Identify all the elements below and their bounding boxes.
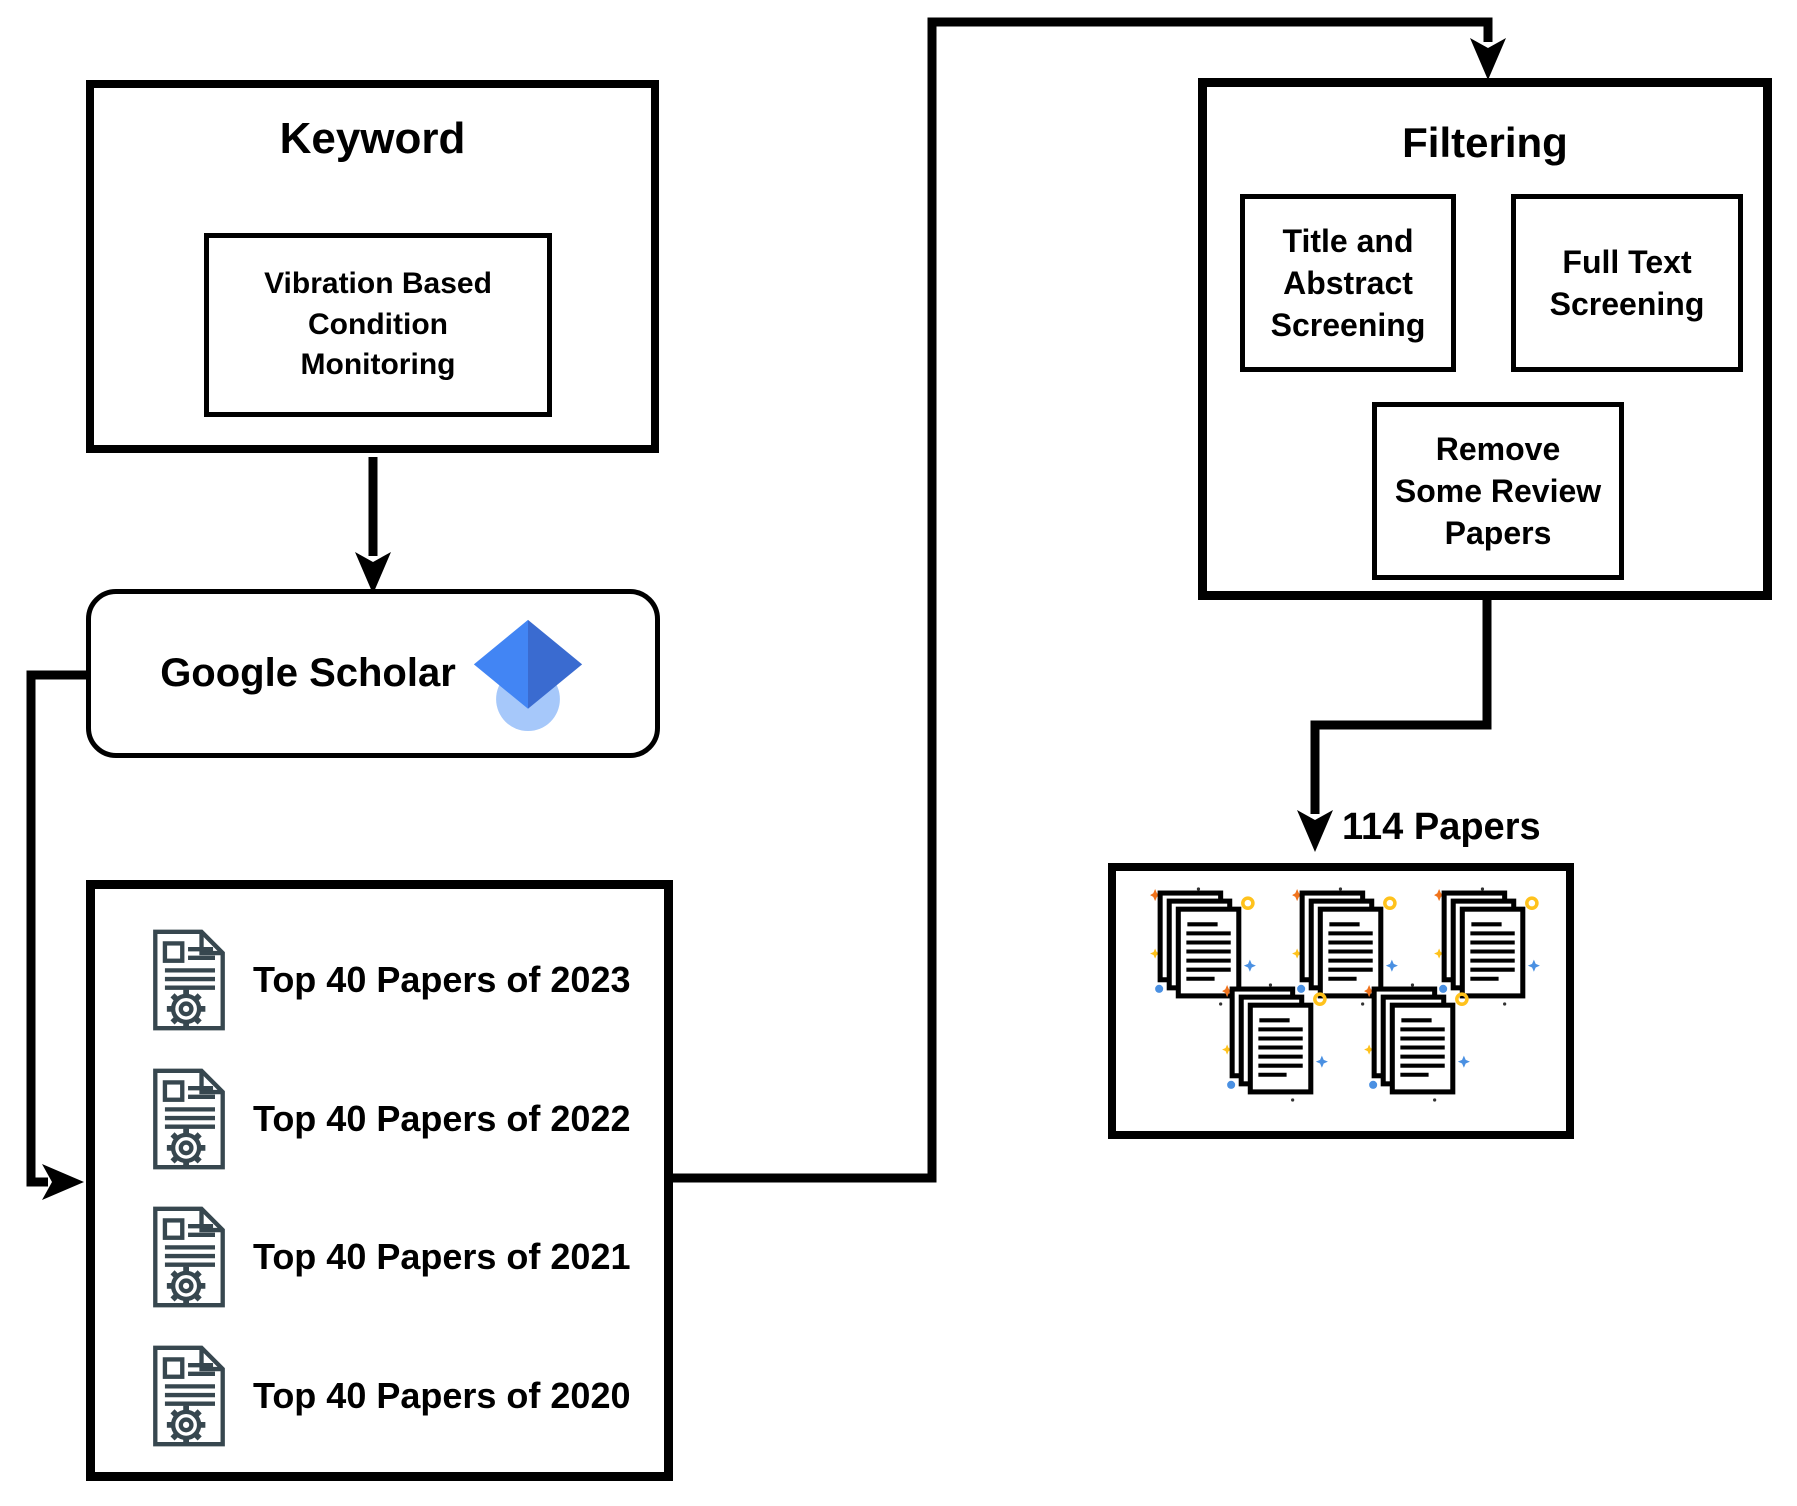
result-row: Top 40 Papers of 2023 <box>147 928 631 1032</box>
step-line: Abstract <box>1283 264 1413 301</box>
result-row: Top 40 Papers of 2022 <box>147 1067 631 1171</box>
filtering-step-title-abstract: Title and Abstract Screening <box>1240 194 1456 372</box>
paper-stack-icon <box>1364 983 1470 1104</box>
step-line: Screening <box>1270 307 1426 344</box>
term-line: Vibration Based <box>264 267 492 301</box>
keyword-title: Keyword <box>279 114 466 163</box>
filtering-title: Filtering <box>1402 119 1568 166</box>
filtering-step-full-text: Full Text Screening <box>1511 194 1743 372</box>
doc-gear-icon <box>147 1344 231 1448</box>
step-line: Title and <box>1282 222 1414 259</box>
keyword-term-box: Vibration Based Condition Monitoring <box>204 233 552 417</box>
result-row: Top 40 Papers of 2020 <box>147 1344 631 1448</box>
step-line: Remove <box>1435 430 1561 467</box>
step-line: Full Text <box>1562 243 1692 280</box>
term-line: Condition <box>308 307 448 341</box>
filtering-box: Filtering Title and Abstract Screening F… <box>1198 78 1772 600</box>
arrow-scholar-to-results <box>26 670 90 1200</box>
google-scholar-box: Google Scholar <box>86 589 660 758</box>
result-label: Top 40 Papers of 2021 <box>253 1236 631 1277</box>
step-line: Screening <box>1549 286 1705 322</box>
doc-gear-icon <box>147 1067 231 1171</box>
keyword-box: Keyword Vibration Based Condition Monito… <box>86 80 659 453</box>
result-label: Top 40 Papers of 2023 <box>253 959 631 1000</box>
arrow-keyword-to-scholar <box>355 457 391 594</box>
doc-gear-icon <box>147 1205 231 1309</box>
google-scholar-label: Google Scholar <box>160 651 456 695</box>
doc-gear-icon <box>147 928 231 1032</box>
papers-box <box>1108 863 1574 1139</box>
filtering-step-remove-review: Remove Some Review Papers <box>1372 402 1624 580</box>
result-label: Top 40 Papers of 2022 <box>253 1098 631 1139</box>
step-line: Some Review <box>1394 472 1602 509</box>
paper-stack-icon <box>1222 983 1328 1104</box>
papers-count-label: 114 Papers <box>1342 806 1541 848</box>
result-label: Top 40 Papers of 2020 <box>253 1375 631 1416</box>
google-scholar-icon <box>470 614 586 734</box>
term-line: Monitoring <box>300 348 456 382</box>
result-row: Top 40 Papers of 2021 <box>147 1205 631 1309</box>
step-line: Papers <box>1444 515 1552 552</box>
results-box: Top 40 Papers of 2023 Top 40 Papers of 2… <box>86 880 673 1481</box>
